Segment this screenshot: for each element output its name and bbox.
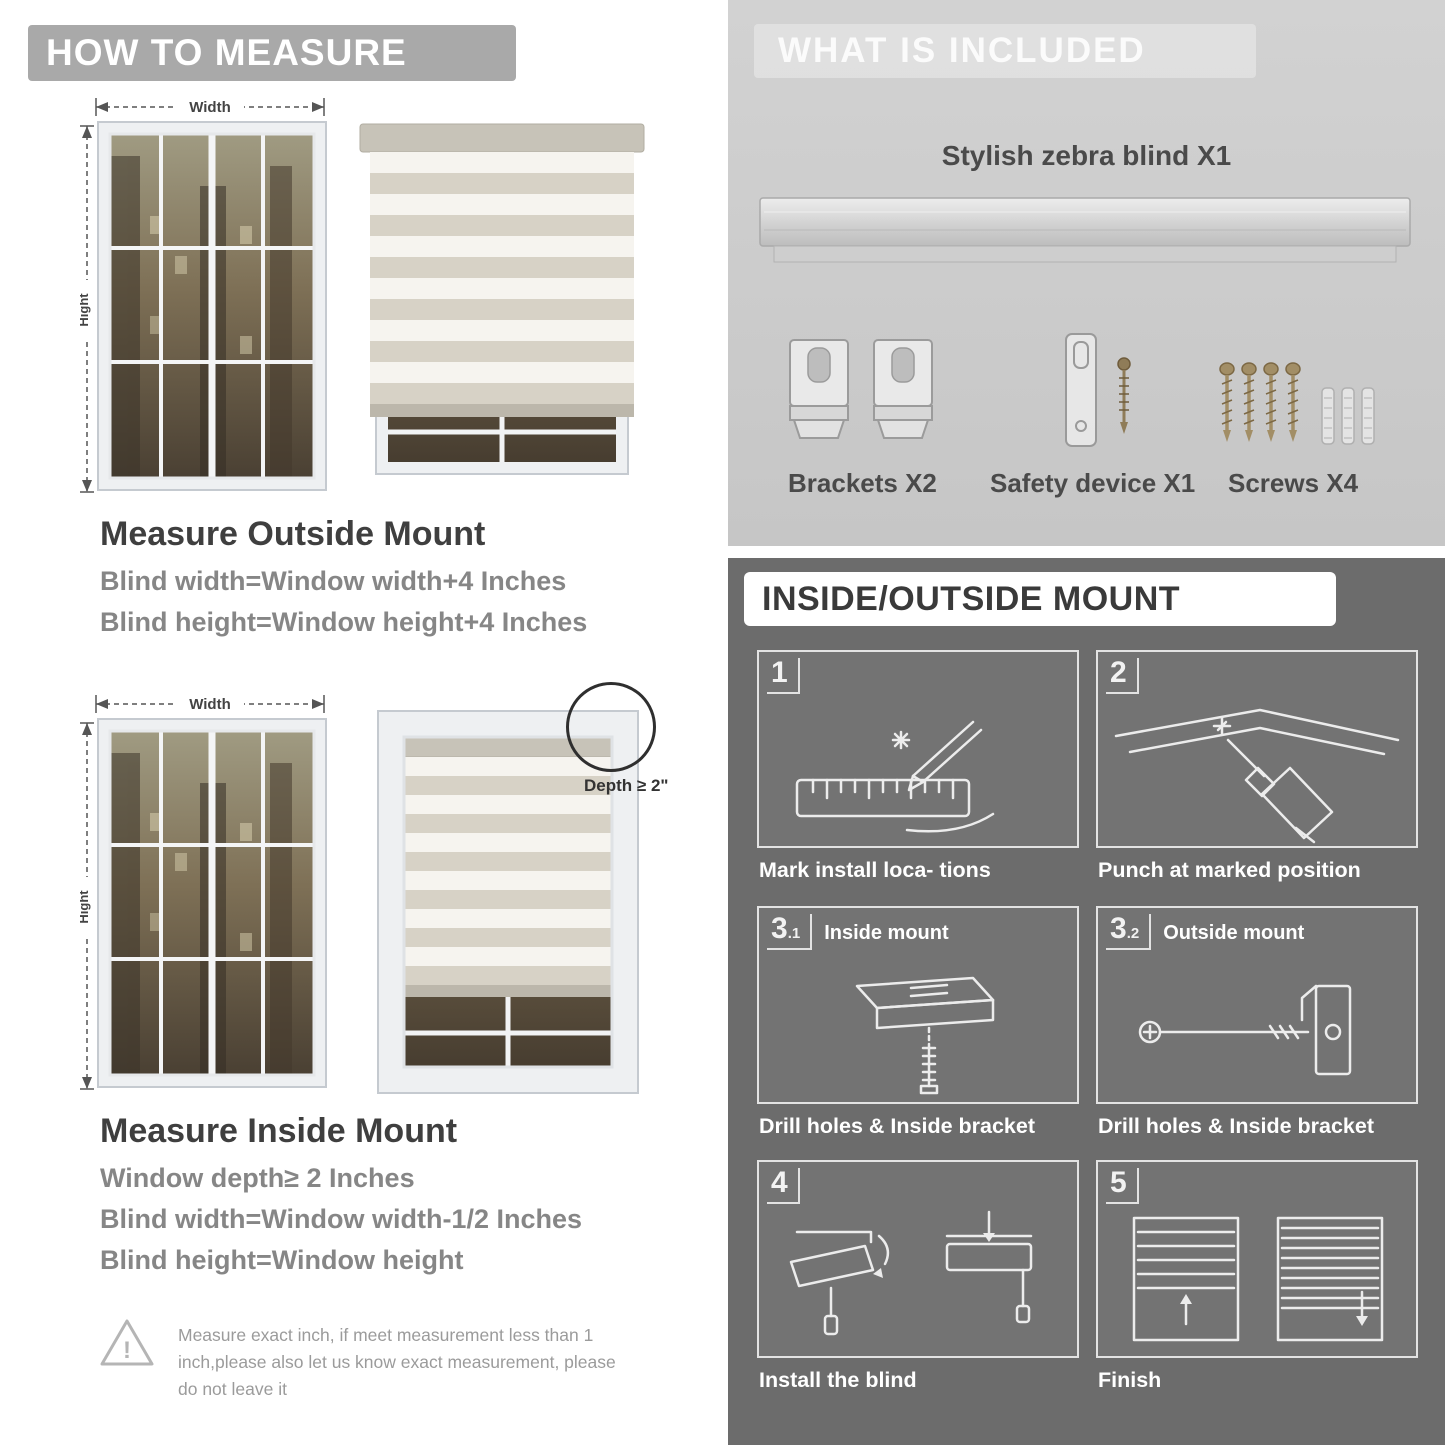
arrowhead-bottom	[82, 480, 92, 492]
step-2-head: 2	[1106, 658, 1139, 694]
width-label-bg	[176, 97, 244, 117]
step-3-2-caption: Drill holes & Inside bracket	[1098, 1114, 1375, 1138]
window-muntins	[110, 134, 314, 478]
inside-mount-title: Measure Inside Mount	[100, 1112, 458, 1150]
step-4-number: 4	[771, 1166, 788, 1199]
how-to-measure-header: HOW TO MEASURE	[28, 25, 516, 81]
arrowhead-top	[82, 126, 92, 138]
step-panel-3-2: 3.2 Outside mount	[1096, 906, 1418, 1104]
window-inner-frame	[402, 735, 614, 1069]
finish-blinds-illustration	[1132, 1216, 1384, 1342]
blind-item-label: Stylish zebra blind X1	[941, 140, 1232, 171]
step-1-number: 1	[771, 656, 788, 689]
brackets-label: Brackets X2	[788, 468, 937, 498]
outside-mount-title: Measure Outside Mount	[100, 515, 486, 553]
step-1-caption: Mark install loca- tions	[759, 858, 991, 882]
install-blind-illustration	[789, 1210, 1033, 1336]
step-panel-1: 1	[757, 650, 1079, 848]
height-label-bg	[80, 877, 94, 935]
zebra-blind-outside-illustration	[359, 123, 645, 475]
arrowhead-left	[96, 699, 108, 709]
window-inner-frame	[108, 729, 316, 1077]
window-inner-frame	[108, 132, 316, 480]
step-3-1-head: 3.1 Inside mount	[767, 914, 949, 950]
step-3-2-label: Outside mount	[1163, 922, 1305, 944]
depth-label: Depth ≥ 2"	[584, 776, 669, 795]
what-is-included-section: WHAT IS INCLUDED Stylish zebra blind X1	[728, 0, 1445, 546]
width-label: Width	[189, 99, 231, 116]
window-muntins	[404, 997, 612, 1067]
outside-mount-bracket-illustration	[1138, 984, 1352, 1076]
mount-section: INSIDE/OUTSIDE MOUNT 1 Mark install loca…	[728, 558, 1445, 1445]
warning-exclamation: !	[123, 1337, 131, 1364]
screws-label: Screws X4	[1228, 468, 1359, 498]
measure-note: Measure exact inch, if meet measurement …	[178, 1325, 616, 1400]
step-panel-2: 2	[1096, 650, 1418, 848]
arrowhead-left	[96, 102, 108, 112]
punch-drill-illustration	[1114, 708, 1400, 844]
step-3-2-number: 3	[1110, 912, 1127, 945]
step-3-2-head: 3.2 Outside mount	[1106, 914, 1304, 950]
blind-cassette	[359, 123, 645, 153]
step-1-head: 1	[767, 658, 800, 694]
window-scene	[110, 753, 292, 1075]
width-label-bg	[176, 694, 244, 714]
step-5-head: 5	[1106, 1168, 1139, 1204]
window-muntins	[110, 731, 314, 1075]
step-5-number: 5	[1110, 1166, 1127, 1199]
mount-header: INSIDE/OUTSIDE MOUNT	[744, 572, 1336, 626]
blind-bottom-rail	[404, 985, 612, 997]
headrail-illustration	[759, 197, 1411, 263]
depth-detail-circle	[566, 682, 656, 772]
step-panel-3-1: 3.1 Inside mount	[757, 906, 1079, 1104]
height-label-bg	[80, 280, 94, 338]
step-panel-4: 4	[757, 1160, 1079, 1358]
step-3-1-caption: Drill holes & Inside bracket	[759, 1114, 1036, 1138]
step-3-1-label: Inside mount	[824, 922, 949, 944]
what-is-included-header: WHAT IS INCLUDED	[754, 24, 1256, 78]
inside-height-formula: Blind height=Window height	[100, 1245, 464, 1275]
step-4-head: 4	[767, 1168, 800, 1204]
arrowhead-bottom	[82, 1077, 92, 1089]
arrowhead-right	[312, 102, 324, 112]
window-inside-illustration: Width Hight	[80, 694, 327, 1090]
brackets-icon	[789, 339, 933, 439]
outside-width-formula: Blind width=Window width+4 Inches	[100, 566, 567, 596]
safety-device-label: Safety device X1	[990, 468, 1196, 498]
safety-screw-icon	[1117, 357, 1131, 434]
step-2-caption: Punch at marked position	[1098, 858, 1361, 882]
blind-stripes	[370, 152, 634, 404]
mark-location-illustration	[795, 720, 995, 833]
zebra-blind-inside-illustration	[377, 710, 639, 1094]
inside-depth-formula: Window depth≥ 2 Inches	[100, 1163, 415, 1193]
step-2-number: 2	[1110, 656, 1127, 689]
step-3-2-sub: .2	[1126, 925, 1140, 942]
arrowhead-top	[82, 723, 92, 735]
step-3-1-number: 3	[771, 912, 788, 945]
width-label: Width	[189, 696, 231, 713]
inside-width-formula: Blind width=Window width-1/2 Inches	[100, 1204, 583, 1234]
anchors-icon	[1321, 387, 1375, 445]
screws-icon	[1219, 362, 1375, 445]
arrowhead-right	[312, 699, 324, 709]
height-label: Hight	[80, 293, 91, 327]
window-outside-illustration: Width Hight	[80, 97, 327, 493]
safety-device-icon	[1065, 333, 1131, 447]
warning-triangle-icon: !	[100, 1319, 154, 1366]
step-panel-5: 5	[1096, 1160, 1418, 1358]
outside-height-formula: Blind height=Window height+4 Inches	[100, 607, 588, 637]
blind-stripes	[404, 757, 612, 985]
blind-bottom-rail	[370, 404, 634, 417]
step-4-caption: Install the blind	[759, 1368, 917, 1392]
inside-mount-bracket-illustration	[855, 976, 995, 1095]
height-label: Hight	[80, 890, 91, 924]
step-5-caption: Finish	[1098, 1368, 1162, 1392]
step-3-1-sub: .1	[787, 925, 801, 942]
